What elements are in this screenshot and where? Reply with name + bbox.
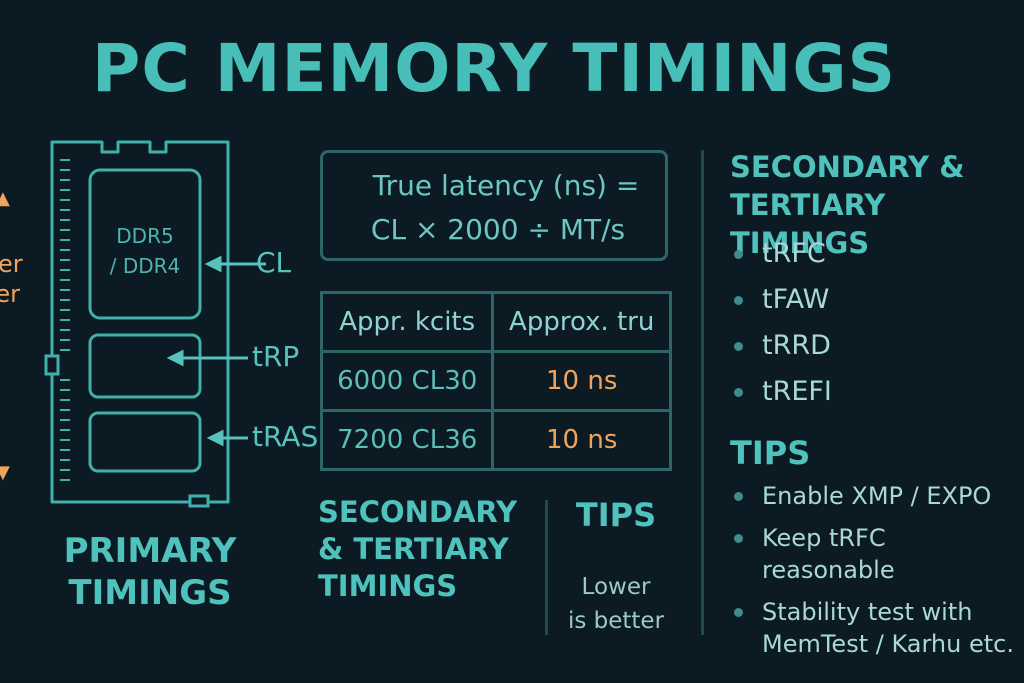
tip-item-line1: Enable XMP / EXPO [762, 482, 992, 510]
table-cell-kit: 7200 CL36 [319, 409, 495, 471]
bullet-icon [734, 296, 743, 305]
down-arrow-icon: ▼ [0, 462, 10, 483]
divider-right [701, 150, 704, 635]
bullet-icon [734, 492, 743, 501]
primary-heading-line1: PRIMARY [63, 531, 237, 571]
table-header-latency: Approx. tru [491, 291, 672, 353]
tip-item-line1: Keep tRFC reasonable [762, 524, 895, 584]
module-bottom-notch [188, 494, 210, 508]
secondary-bottom-line3: TIMINGS [318, 569, 458, 603]
bullet-icon [734, 608, 743, 617]
tips-bottom-text: Lower is better [556, 570, 676, 638]
right-tips-heading: TIPS [730, 434, 811, 472]
bullet-icon [734, 342, 743, 351]
module-outline [50, 140, 230, 504]
module-side-notch [44, 354, 60, 376]
cl-pointer-head [204, 255, 222, 273]
bullet-icon [734, 250, 743, 259]
tip-item-line1: Stability test with [762, 598, 973, 626]
list-item: tRRD [730, 328, 832, 374]
chip-trp [88, 333, 202, 399]
memory-module-diagram [44, 140, 266, 508]
formula-box: True latency (ns) = CL × 2000 ÷ MT/s [320, 150, 668, 261]
formula-line1: True latency (ns) = [372, 169, 640, 202]
table-cell-latency: 10 ns [491, 409, 672, 471]
chip-tras [88, 411, 202, 473]
bullet-icon [734, 534, 743, 543]
tips-bottom-line2: is better [567, 608, 665, 634]
edge-text-line1: er [0, 250, 23, 278]
tip-item-line2: MemTest / Karhu etc. [762, 630, 1014, 658]
chip-label-line2: / DDR4 [109, 254, 181, 278]
timing-item-label: tRFC [762, 238, 826, 269]
up-arrow-icon: ▲ [0, 188, 10, 209]
trp-pointer-head [166, 349, 184, 367]
trp-label: tRP [252, 340, 300, 373]
table-header-kits: Appr. kcits [319, 291, 495, 353]
list-item: tRFC [730, 236, 832, 282]
tras-label: tRAS [252, 420, 319, 453]
table-row: 6000 CL30 10 ns [319, 350, 672, 412]
tips-bottom-line1: Lower [581, 574, 651, 600]
cl-label: CL [256, 246, 292, 279]
edge-text-line2: ter [0, 280, 21, 308]
chip-main [88, 168, 202, 320]
right-secondary-heading: SECONDARY & TERTIARY TIMINGS [730, 148, 1024, 262]
bullet-icon [734, 388, 743, 397]
timings-list: tRFC tFAW tRRD tREFI [730, 236, 832, 420]
primary-timings-heading: PRIMARY TIMINGS [40, 530, 260, 614]
chip-label-line1: DDR5 [116, 224, 174, 248]
secondary-bottom-line2: & TERTIARY [318, 532, 509, 566]
list-item: tFAW [730, 282, 832, 328]
table-cell-latency: 10 ns [491, 350, 672, 412]
timing-item-label: tRRD [762, 330, 831, 361]
tras-pointer-head [206, 429, 224, 447]
timing-item-label: tFAW [762, 284, 830, 315]
latency-table: Appr. kcits Approx. tru 6000 CL30 10 ns … [319, 291, 672, 471]
chip-label: DDR5 / DDR4 [90, 221, 200, 281]
list-item: Keep tRFC reasonable [730, 522, 1024, 586]
timing-item-label: tREFI [762, 376, 832, 407]
table-row: 7200 CL36 10 ns [319, 409, 672, 471]
tips-list: Enable XMP / EXPO Keep tRFC reasonable S… [730, 480, 1024, 660]
right-secondary-line2: TERTIARY TIMINGS [730, 188, 886, 260]
module-pins [60, 159, 70, 481]
right-secondary-line1: SECONDARY & [730, 150, 965, 184]
page-title: PC MEMORY TIMINGS [92, 30, 897, 107]
divider-bottom [545, 500, 548, 635]
list-item: Enable XMP / EXPO [730, 480, 1024, 512]
primary-heading-line2: TIMINGS [68, 573, 232, 613]
formula-line2: CL × 2000 ÷ MT/s [370, 213, 626, 246]
table-header-row: Appr. kcits Approx. tru [319, 291, 672, 353]
table-cell-kit: 6000 CL30 [319, 350, 495, 412]
secondary-bottom-heading: SECONDARY & TERTIARY TIMINGS [318, 494, 517, 605]
secondary-bottom-line1: SECONDARY [318, 495, 518, 529]
tips-bottom-heading: TIPS [575, 496, 657, 534]
list-item: tREFI [730, 374, 832, 420]
